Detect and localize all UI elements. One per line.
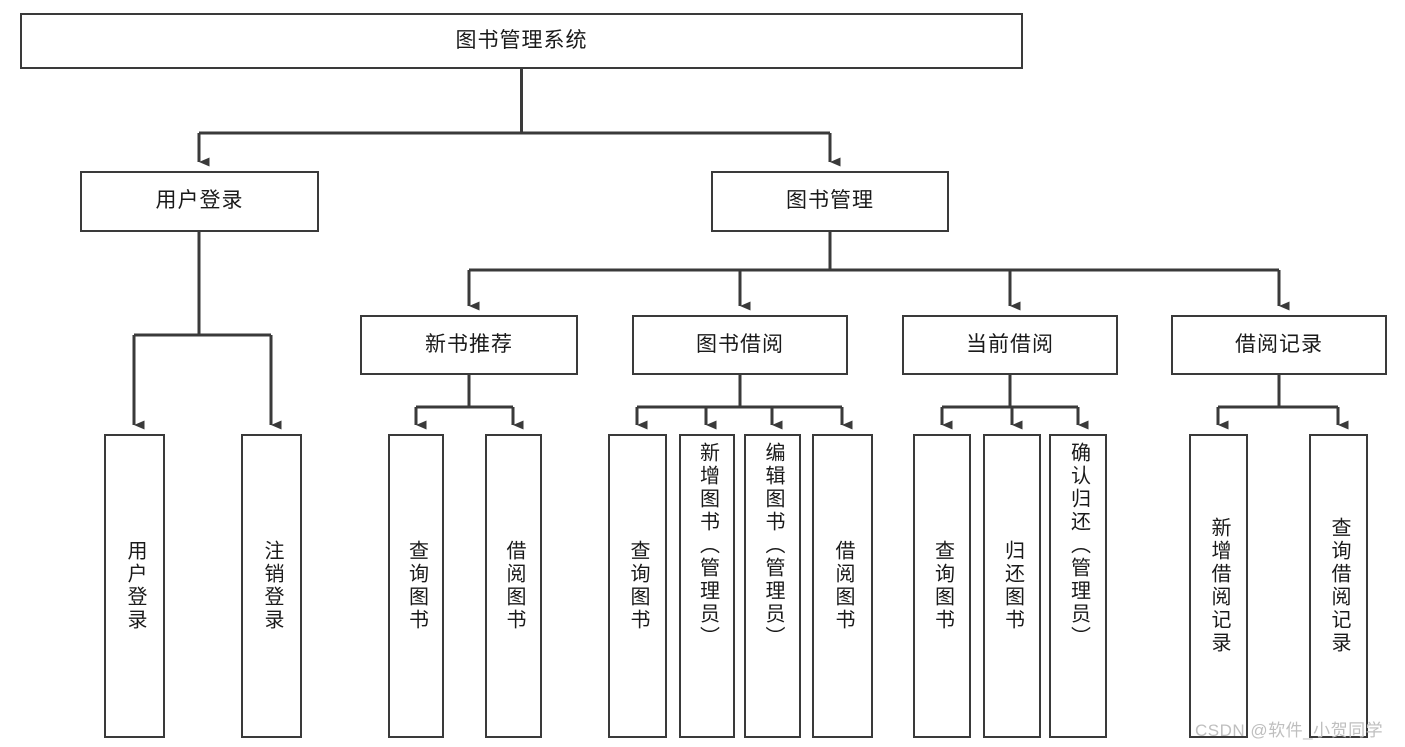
- node-label: 借阅记录: [1235, 332, 1323, 356]
- node-book-management[interactable]: 图书管理: [711, 171, 949, 232]
- node-label: 图书管理系统: [455, 28, 588, 52]
- node-new-book-recommend[interactable]: 新书推荐: [360, 315, 578, 375]
- node-borrow-record[interactable]: 借阅记录: [1171, 315, 1387, 375]
- node-label: 新书推荐: [425, 332, 513, 356]
- leaf-leaf-borrow-book-1[interactable]: 借阅图书: [485, 434, 542, 738]
- node-label: 归还图书: [1001, 540, 1024, 632]
- node-label: 新增图书（管理员）: [696, 442, 719, 649]
- node-current-borrow[interactable]: 当前借阅: [902, 315, 1118, 375]
- leaf-leaf-query-book-2[interactable]: 查询图书: [608, 434, 667, 738]
- leaf-leaf-add-record[interactable]: 新增借阅记录: [1189, 434, 1248, 738]
- node-label: 查询图书: [627, 540, 649, 632]
- leaf-leaf-return-book[interactable]: 归还图书: [983, 434, 1041, 738]
- leaf-leaf-edit-book[interactable]: 编辑图书（管理员）: [744, 434, 801, 738]
- leaf-leaf-confirm-return[interactable]: 确认归还（管理员）: [1049, 434, 1107, 738]
- leaf-leaf-add-book[interactable]: 新增图书（管理员）: [679, 434, 735, 738]
- leaf-leaf-query-book-1[interactable]: 查询图书: [388, 434, 444, 738]
- node-label: 图书管理: [786, 189, 874, 213]
- node-label: 图书借阅: [696, 332, 784, 356]
- node-root[interactable]: 图书管理系统: [20, 13, 1023, 69]
- node-label: 确认归还（管理员）: [1067, 442, 1090, 649]
- node-label: 新增借阅记录: [1208, 517, 1230, 655]
- node-label: 编辑图书（管理员）: [762, 442, 784, 649]
- csdn-watermark: CSDN @软件_小贺同学: [1195, 721, 1384, 740]
- node-label: 借阅图书: [832, 540, 854, 632]
- node-label: 用户登录: [155, 189, 244, 213]
- node-label: 当前借阅: [966, 332, 1054, 356]
- node-label: 借阅图书: [503, 540, 525, 632]
- leaf-leaf-logout[interactable]: 注销登录: [241, 434, 302, 738]
- node-user-login[interactable]: 用户登录: [80, 171, 319, 232]
- node-label: 用户登录: [124, 540, 146, 632]
- node-label: 查询图书: [405, 540, 428, 632]
- leaf-leaf-query-record[interactable]: 查询借阅记录: [1309, 434, 1368, 738]
- node-book-borrow[interactable]: 图书借阅: [632, 315, 848, 375]
- node-label: 注销登录: [261, 540, 283, 632]
- leaf-leaf-borrow-book-2[interactable]: 借阅图书: [812, 434, 873, 738]
- node-label: 查询借阅记录: [1328, 517, 1350, 655]
- node-label: 查询图书: [931, 540, 954, 632]
- leaf-leaf-query-book-3[interactable]: 查询图书: [913, 434, 971, 738]
- leaf-leaf-user-login[interactable]: 用户登录: [104, 434, 165, 738]
